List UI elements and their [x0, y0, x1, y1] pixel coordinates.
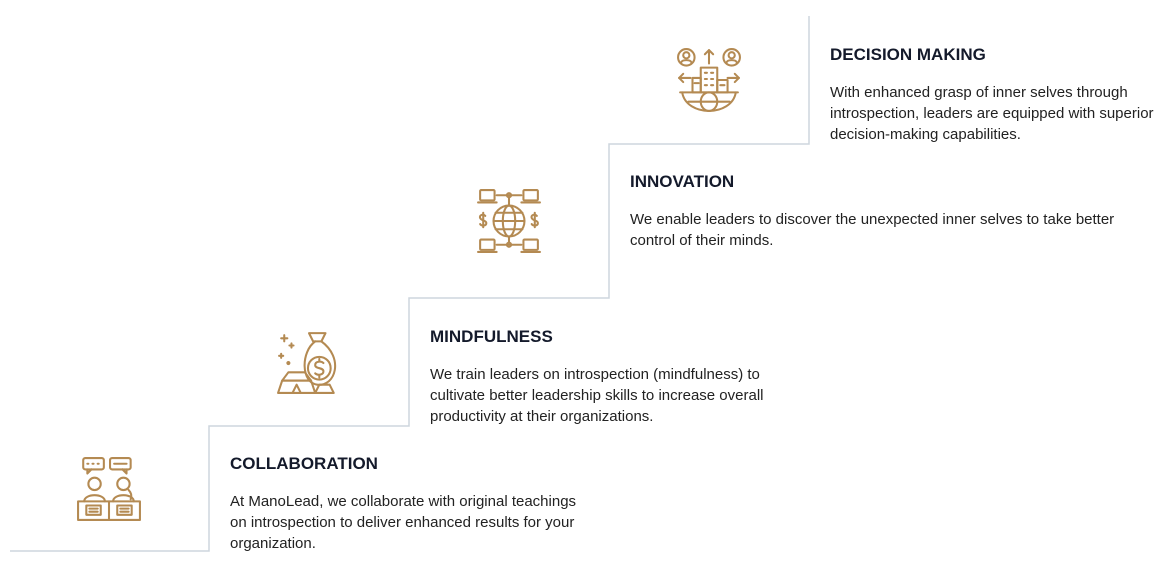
- step-title: MINDFULNESS: [430, 327, 553, 346]
- step-description: At ManoLead, we collaborate with origina…: [230, 493, 577, 552]
- collaboration-icon: [76, 456, 142, 522]
- step-description: We train leaders on introspection (mindf…: [430, 366, 764, 425]
- step-description: We enable leaders to discover the unexpe…: [630, 211, 1115, 249]
- step-title: DECISION MAKING: [830, 45, 986, 64]
- global-network-icon: [476, 188, 542, 254]
- step-decision-making: DECISION MAKING With enhanced grasp of i…: [830, 45, 1160, 145]
- step-collaboration: COLLABORATION At ManoLead, we collaborat…: [230, 454, 590, 554]
- step-title: INNOVATION: [630, 172, 735, 191]
- money-bag-gold-icon: [276, 329, 342, 395]
- step-innovation: INNOVATION We enable leaders to discover…: [630, 172, 1160, 251]
- step-description: With enhanced grasp of inner selves thro…: [830, 84, 1154, 143]
- step-title: COLLABORATION: [230, 454, 378, 473]
- decision-city-icon: [676, 47, 742, 113]
- step-mindfulness: MINDFULNESS We train leaders on introspe…: [430, 327, 800, 427]
